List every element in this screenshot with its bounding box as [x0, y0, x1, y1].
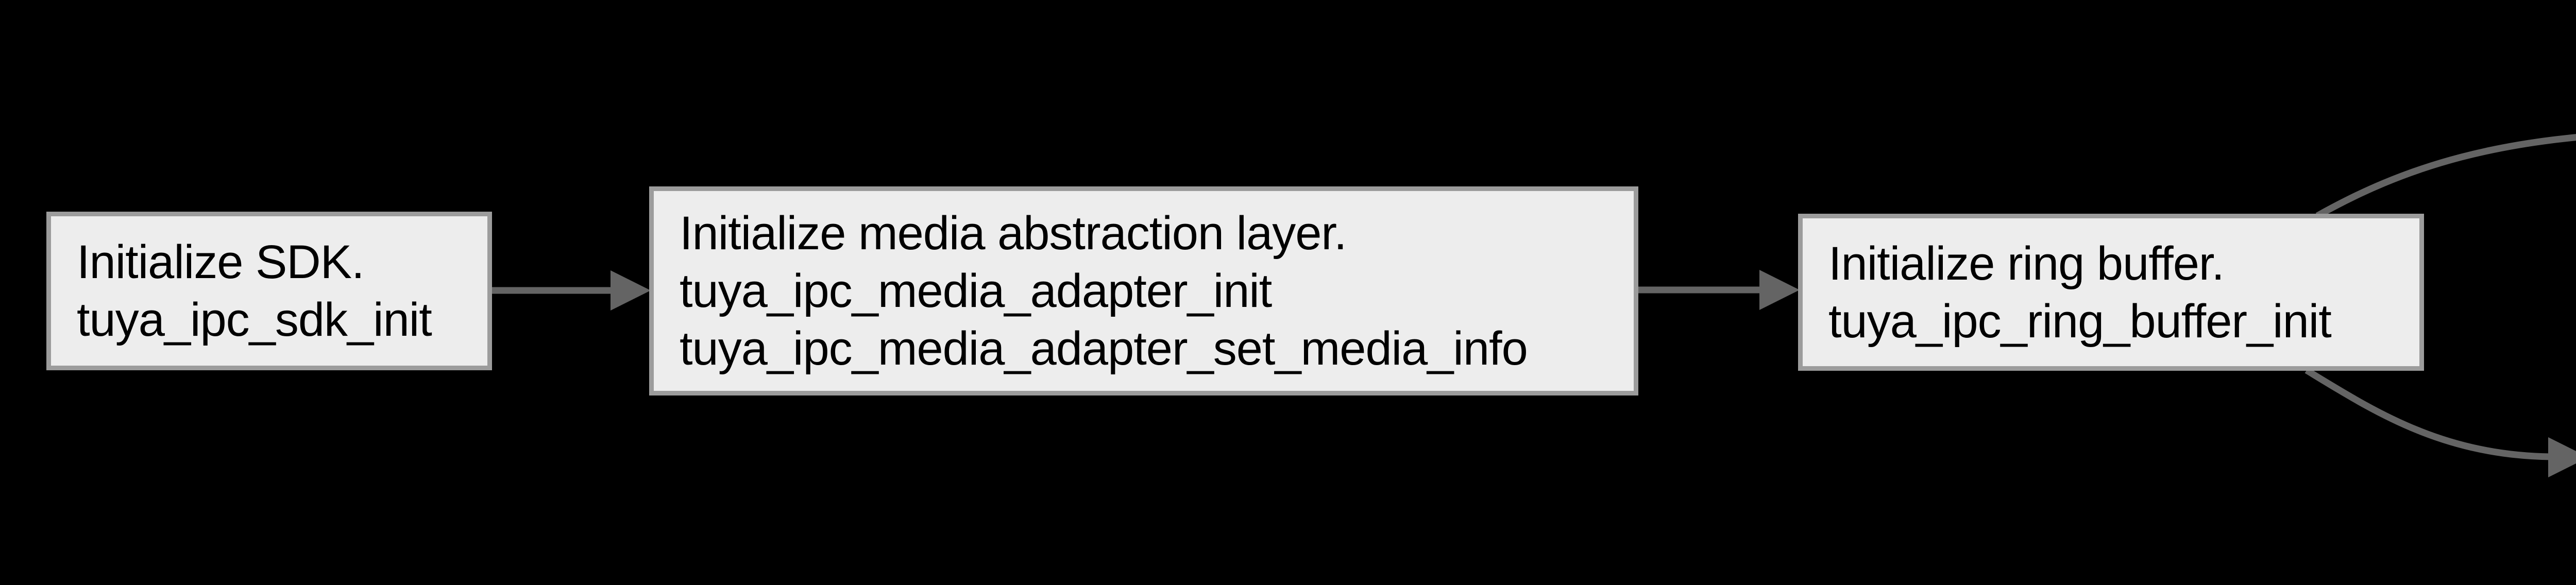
node-code-line: tuya_ipc_sdk_init	[77, 294, 432, 346]
node-code-line: tuya_ipc_ring_buffer_init	[1828, 295, 2332, 348]
flow-node-initialize-sdk: Initialize SDK. tuya_ipc_sdk_init	[46, 212, 492, 370]
node-title-line: Initialize media abstraction layer.	[680, 207, 1347, 260]
node-title-line: Initialize ring buffer.	[1828, 237, 2225, 290]
edge-initialize-sdk-to-media-layer	[492, 270, 651, 311]
edge-ring-buffer-to-media-stream	[2304, 367, 2576, 477]
edge-ring-buffer-to-start-sdk	[2315, 134, 2576, 219]
node-code-line: tuya_ipc_media_adapter_init	[680, 265, 1272, 317]
node-code-line: tuya_ipc_media_adapter_set_media_info	[680, 322, 1528, 375]
node-title-line: Initialize SDK.	[77, 236, 365, 288]
flow-node-initialize-media-abstraction-layer: Initialize media abstraction layer. tuya…	[649, 186, 1638, 395]
edge-media-layer-to-ring-buffer	[1638, 270, 1800, 310]
flow-node-initialize-ring-buffer: Initialize ring buffer. tuya_ipc_ring_bu…	[1798, 214, 2424, 371]
